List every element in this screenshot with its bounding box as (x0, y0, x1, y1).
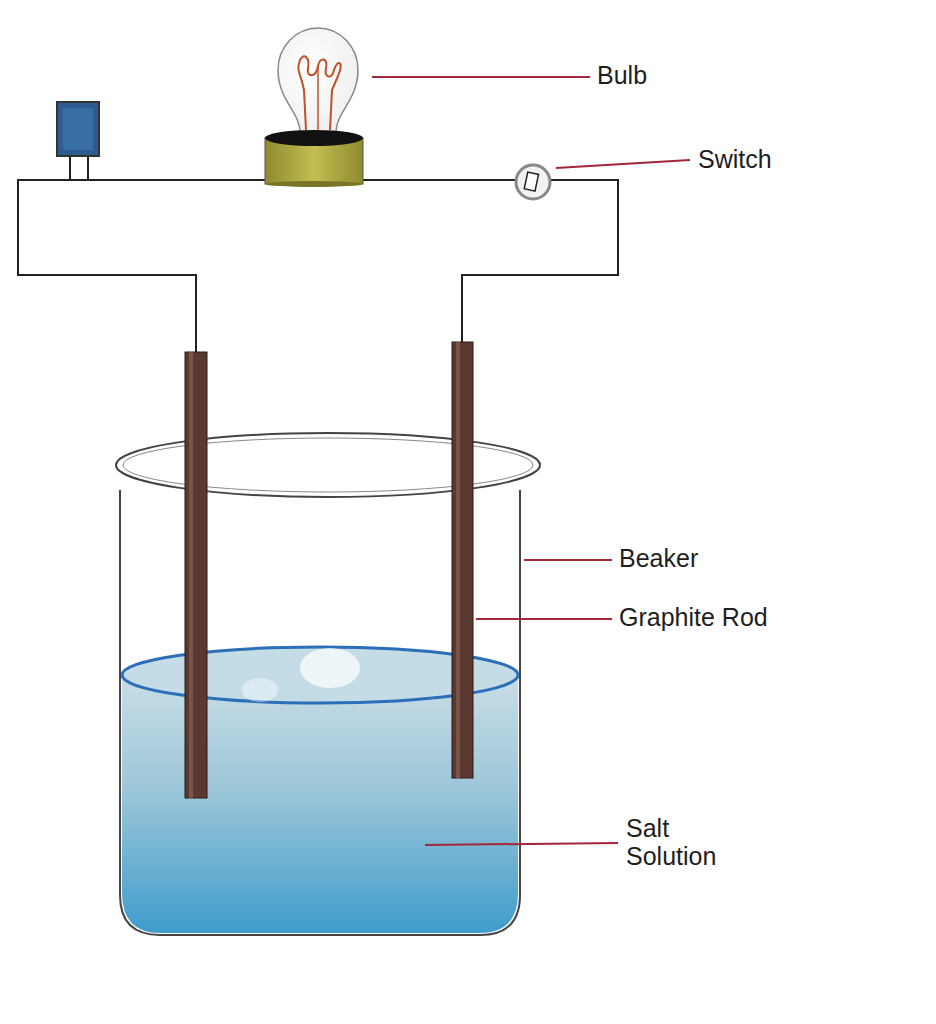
beaker (116, 433, 540, 935)
part-label: Salt Solution (626, 815, 756, 870)
switch-symbol (516, 165, 550, 199)
graphite-rod (185, 342, 473, 798)
part-label: Switch (698, 146, 772, 174)
wire (18, 180, 618, 352)
part-label: Graphite Rod (619, 604, 768, 632)
bulb (265, 28, 363, 187)
part-label: Beaker (619, 545, 698, 573)
battery (57, 102, 99, 180)
leader-line (372, 77, 690, 845)
part-label: Bulb (597, 62, 647, 90)
